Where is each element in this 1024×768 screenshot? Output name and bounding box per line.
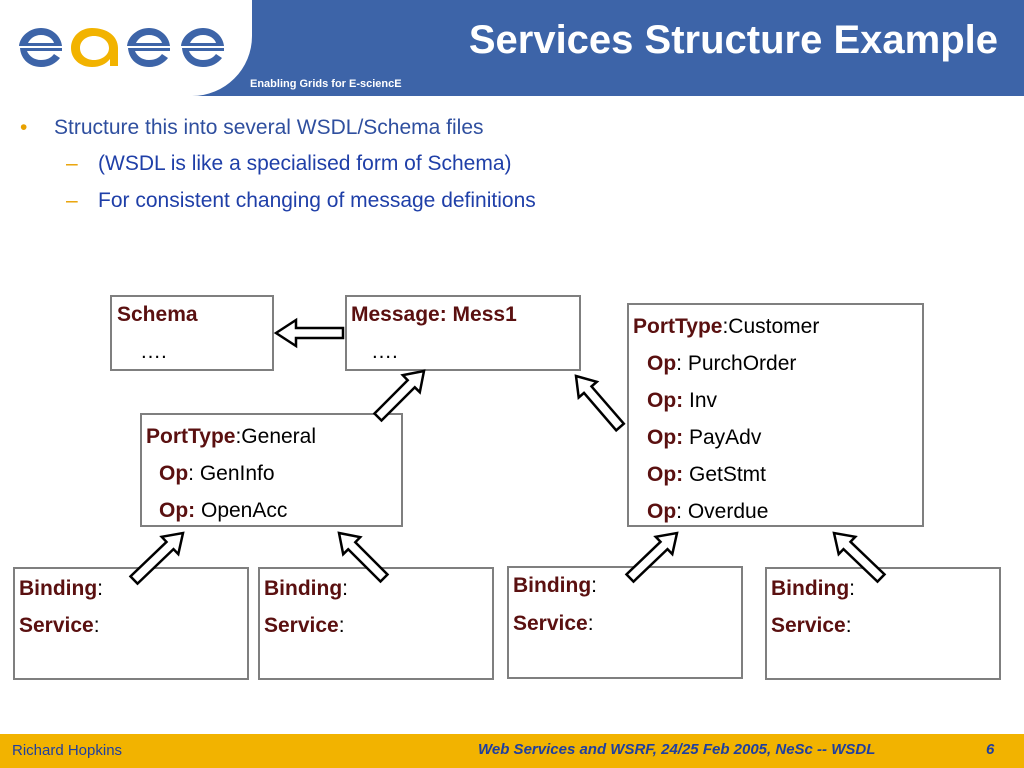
service-label: Service:: [771, 614, 852, 637]
porttype-customer-op-4: Op: GetStmt: [647, 463, 767, 486]
page-title: Services Structure Example: [468, 18, 998, 62]
binding-label: Binding:: [513, 574, 597, 597]
porttype-customer-title: PortType:Customer: [633, 315, 820, 338]
schema-title: Schema: [117, 303, 198, 326]
bullet-main-text: Structure this into several WSDL/Schema …: [54, 116, 484, 139]
service-label: Service:: [513, 612, 594, 635]
bullet-sub-2-text: For consistent changing of message defin…: [98, 189, 536, 212]
bullet-sub-1-text: (WSDL is like a specialised form of Sche…: [98, 152, 512, 175]
porttype-customer-op-1: Op: PurchOrder: [647, 352, 797, 375]
header-tagline: Enabling Grids for E-sciencE: [250, 78, 402, 90]
arrow-up-left-icon: [574, 374, 626, 433]
page-number: 6: [986, 741, 995, 758]
binding-label: Binding:: [771, 577, 855, 600]
bullet-dash-icon: –: [66, 189, 78, 212]
schema-box: Schema ….: [110, 295, 274, 371]
message-box: Message: Mess1 ….: [345, 295, 581, 371]
egee-logo: egee: [19, 28, 224, 67]
binding-box-4: Binding: Service:: [765, 567, 1001, 680]
footer-bar: Richard Hopkins Web Services and WSRF, 2…: [0, 734, 1024, 768]
header-bar: egee Services Structure Example Enabling…: [0, 0, 1024, 96]
porttype-general-title: PortType:General: [146, 425, 317, 448]
porttype-general-op-1: Op: GenInfo: [159, 462, 275, 485]
porttype-customer-box: PortType:Customer Op: PurchOrder Op: Inv…: [627, 303, 924, 527]
footer-author: Richard Hopkins: [12, 742, 123, 759]
binding-box-3: Binding: Service:: [507, 566, 743, 679]
logo-area: egee: [0, 0, 252, 96]
porttype-customer-op-2: Op: Inv: [647, 389, 718, 412]
message-title: Message: Mess1: [351, 303, 517, 326]
porttype-customer-op-5: Op: Overdue: [647, 500, 769, 523]
binding-label: Binding:: [264, 577, 348, 600]
porttype-customer-op-3: Op: PayAdv: [647, 426, 762, 449]
bullet-dot-icon: •: [20, 116, 28, 139]
message-body: ….: [371, 340, 398, 363]
arrow-left-icon: [273, 317, 345, 349]
binding-box-2: Binding: Service:: [258, 567, 494, 680]
schema-body: ….: [140, 340, 167, 363]
binding-box-1: Binding: Service:: [13, 567, 249, 680]
binding-label: Binding:: [19, 577, 103, 600]
porttype-general-box: PortType:General Op: GenInfo Op: OpenAcc: [140, 413, 403, 527]
footer-event: Web Services and WSRF, 24/25 Feb 2005, N…: [478, 741, 876, 758]
bullet-dash-icon: –: [66, 152, 78, 175]
service-label: Service:: [264, 614, 345, 637]
service-label: Service:: [19, 614, 100, 637]
porttype-general-op-2: Op: OpenAcc: [159, 499, 288, 522]
